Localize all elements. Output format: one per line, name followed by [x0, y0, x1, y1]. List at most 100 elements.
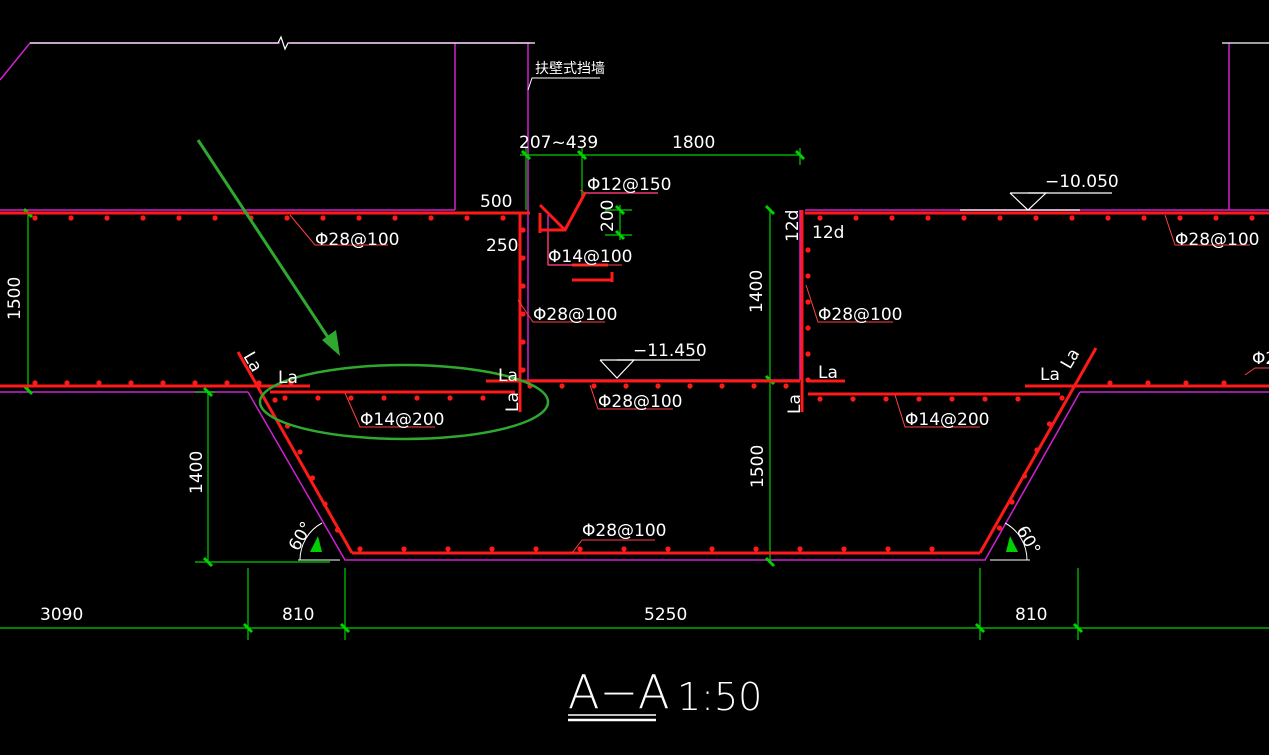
rebar-dot: [751, 383, 757, 389]
rebar-dot: [817, 215, 823, 221]
rebar-dot: [272, 397, 278, 403]
dim-207-439: 207~439: [519, 133, 598, 153]
break-line: [30, 35, 1269, 51]
dim-250: 250: [486, 236, 518, 256]
la-label-right-slope: La: [1057, 345, 1084, 372]
annotation-leader: [527, 77, 600, 91]
rebar-dot: [192, 380, 198, 386]
rebar-dot: [32, 215, 38, 221]
rebar-dot: [104, 215, 110, 221]
rebar-dot: [805, 299, 811, 305]
rebar-dot: [356, 215, 362, 221]
rebar-dot: [288, 380, 294, 386]
rebar-dot: [334, 527, 341, 533]
rebar-dot: [1183, 380, 1189, 386]
la-label-right-2: La: [1040, 365, 1060, 385]
rebar-dot: [32, 380, 38, 386]
rebar-dot: [447, 395, 453, 401]
rebar-dot: [719, 383, 725, 389]
rebar-dot: [805, 377, 811, 383]
rebar-dot: [883, 396, 889, 402]
rebar-dot: [1033, 215, 1039, 221]
rebar-dot: [381, 395, 387, 401]
rebar-dot: [212, 215, 218, 221]
rebar-dot: [464, 215, 470, 221]
rebar-dot: [401, 546, 407, 552]
annotation-ellipse: [258, 363, 550, 441]
section-title: A−A: [568, 665, 669, 719]
la-label-left: La: [278, 368, 298, 388]
rebar-label-slab-mid: Φ28@100: [598, 392, 682, 412]
rebar-dot: [520, 367, 526, 373]
rebar-label-wall-left: Φ28@100: [533, 305, 617, 325]
rebar-dot: [128, 380, 134, 386]
rebar-label-12-150: Φ12@150: [587, 175, 671, 195]
rebar-label-wall-right: Φ28@100: [818, 305, 902, 325]
rebar-dot: [1015, 396, 1021, 402]
rebar-dot: [1213, 215, 1219, 221]
rebar-label-top-left: Φ28@100: [315, 230, 399, 250]
rebar-dot: [520, 311, 526, 317]
rebar-dot: [665, 546, 671, 552]
dim-12d: 12d: [812, 223, 844, 243]
rebar-dot: [176, 215, 182, 221]
rebar-dot: [1141, 215, 1147, 221]
rebar-dot: [925, 215, 931, 221]
rebar-dot: [591, 383, 597, 389]
section-scale: 1:50: [677, 675, 762, 719]
dim-810-left: 810: [282, 605, 314, 625]
rebar-dot: [320, 215, 326, 221]
rebar-dot: [961, 215, 967, 221]
rebar-dot: [480, 395, 486, 401]
rebar-label-top-right: Φ28@100: [1175, 230, 1259, 250]
rebar-dot: [392, 215, 398, 221]
rebar-dot: [885, 546, 891, 552]
angle-arrows: [310, 536, 1018, 552]
elevation-markers: [599, 192, 1112, 379]
rebar-dot: [445, 546, 451, 552]
rebar-dot: [1107, 380, 1113, 386]
labels: 扶壁式挡墙 207~439 1800 500 250 200 12d 12d 1…: [5, 61, 1269, 625]
rebar-dot: [284, 215, 290, 221]
rebar-dot: [520, 339, 526, 345]
elevation-bottom: −11.450: [633, 341, 707, 361]
rebar-dot: [559, 383, 565, 389]
dim-1500-mid: 1500: [748, 445, 768, 488]
rebar-dot: [805, 325, 811, 331]
rebar-lines: [0, 192, 1269, 555]
dim-5250: 5250: [644, 605, 687, 625]
la-label-wall-right: La: [785, 394, 805, 414]
dim-1500-left: 1500: [5, 277, 25, 320]
rebar-dot: [1105, 215, 1111, 221]
dim-200: 200: [598, 200, 618, 232]
rebar-dots: [32, 215, 1255, 552]
rebar-dot: [414, 395, 420, 401]
rebar-dot: [623, 383, 629, 389]
dim-810-right: 810: [1015, 605, 1047, 625]
dim-1800: 1800: [672, 133, 715, 153]
rebar-dot: [315, 395, 321, 401]
angle-label-right: 60°: [1012, 523, 1044, 559]
rebar-dot: [1034, 447, 1040, 453]
rebar-dot: [140, 215, 146, 221]
rebar-dot: [805, 351, 811, 357]
rebar-dot: [428, 215, 434, 221]
dim-1400-left: 1400: [187, 451, 207, 494]
drawing-title: A−A 1:50: [568, 665, 762, 722]
leader-lines: [289, 189, 1269, 554]
rebar-label-far-right: Φ2: [1252, 349, 1269, 369]
rebar-label-14-200-left: Φ14@200: [360, 410, 444, 430]
dim-1400-inner: 1400: [747, 270, 767, 313]
la-label-right: La: [818, 363, 838, 383]
wall-type-label: 扶壁式挡墙: [535, 61, 605, 77]
rebar-label-bottom: Φ28@100: [582, 521, 666, 541]
rebar-dot: [1249, 215, 1255, 221]
dimension-ticks: [22, 149, 1084, 634]
rebar-dot: [348, 395, 354, 401]
rebar-dot: [1177, 215, 1183, 221]
rebar-dot: [805, 273, 811, 279]
rebar-dot: [64, 380, 70, 386]
rebar-dot: [655, 383, 661, 389]
rebar-dot: [520, 227, 526, 233]
rebar-dot: [96, 380, 102, 386]
